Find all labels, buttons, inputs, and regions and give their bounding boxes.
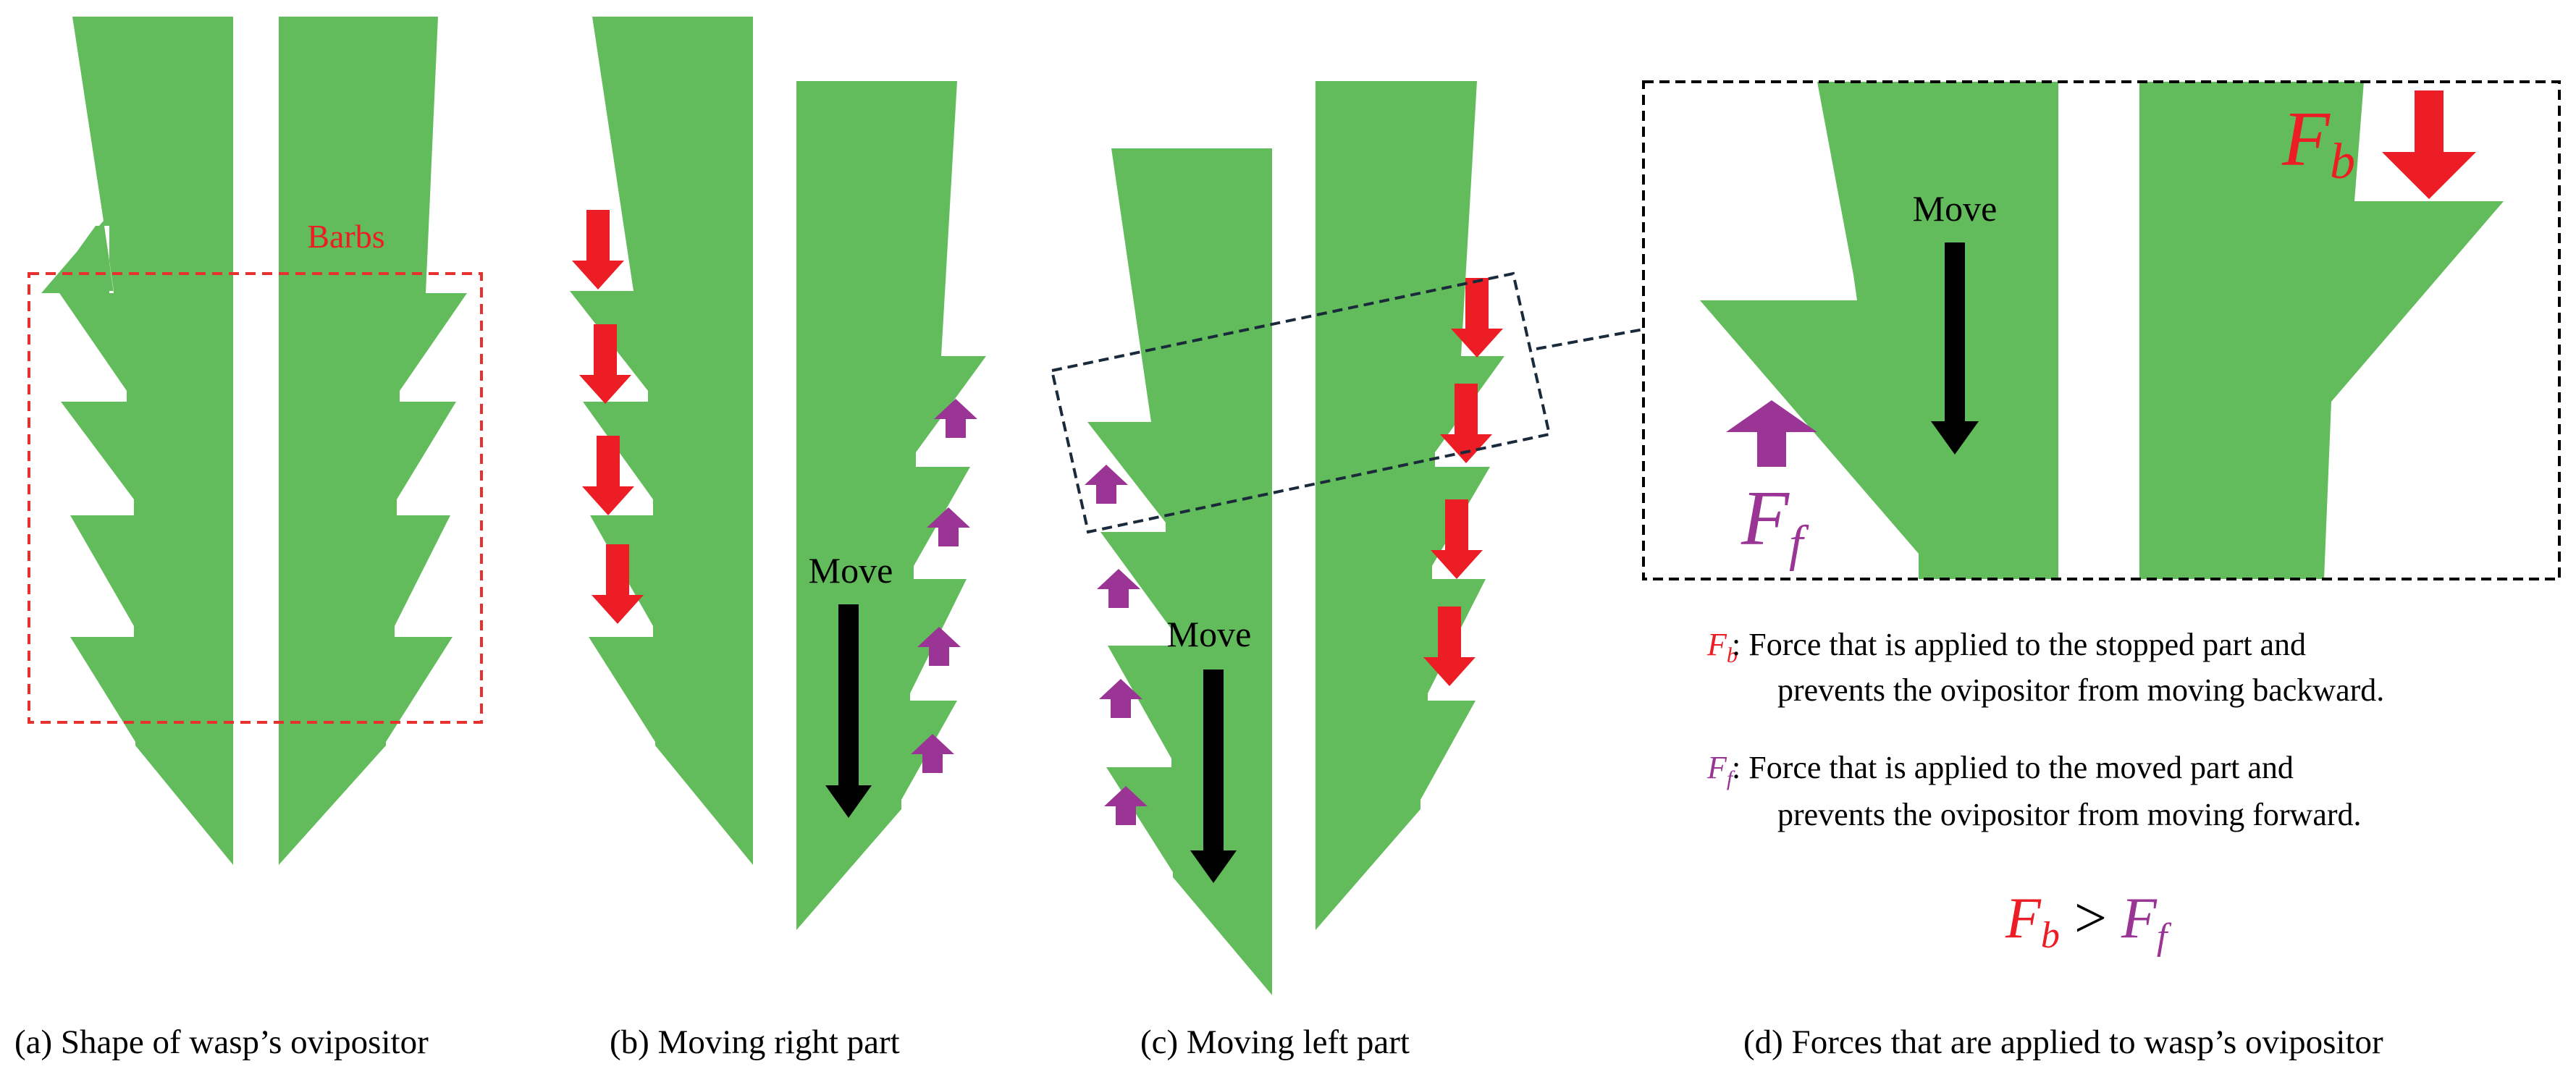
svg-text:Ff: Ff bbox=[1706, 750, 1735, 790]
caption-c: (c) Moving left part bbox=[1140, 1023, 1410, 1061]
move-arrow-icon bbox=[1190, 669, 1237, 883]
force-arrow-down-icon bbox=[572, 210, 624, 290]
ovipositor-left-valve bbox=[41, 17, 233, 865]
legend-fb: Fb : Force that is applied to the stoppe… bbox=[1706, 627, 2384, 708]
legend-ff-line2: prevents the ovipositor from moving forw… bbox=[1777, 797, 2362, 832]
move-arrow-icon bbox=[825, 604, 872, 818]
zoom-connector-line bbox=[1536, 328, 1644, 350]
ovipositor-right-valve bbox=[279, 17, 467, 865]
force-arrow-up-icon bbox=[1726, 400, 1817, 467]
legend-ff: Ff : Force that is applied to the moved … bbox=[1706, 750, 2362, 832]
legend-ff-symbol: F bbox=[1706, 750, 1727, 785]
ovipositor-right-valve bbox=[1316, 81, 1504, 930]
inequality: Fb>Ff bbox=[2005, 887, 2172, 958]
legend-fb-line2: prevents the ovipositor from moving back… bbox=[1777, 672, 2384, 708]
legend-ff-line1: : Force that is applied to the moved par… bbox=[1732, 750, 2294, 785]
zoomed-left-valve bbox=[1700, 82, 2058, 579]
panel-b: Move (b) Moving right part bbox=[570, 17, 986, 1061]
caption-a: (a) Shape of wasp’s ovipositor bbox=[14, 1023, 429, 1061]
barbs-label: Barbs bbox=[307, 218, 384, 255]
panel-c: Move (c) Moving left part bbox=[1050, 81, 1644, 1061]
zoomed-right-valve bbox=[2139, 82, 2504, 579]
move-arrow-icon bbox=[1931, 242, 1979, 455]
legend-fb-symbol: F bbox=[1706, 627, 1727, 662]
zoom-detail-box bbox=[1642, 80, 2561, 580]
barbs-box bbox=[28, 272, 483, 724]
force-arrow-down-icon bbox=[2382, 90, 2476, 199]
ovipositor-left-valve bbox=[570, 17, 753, 865]
move-label: Move bbox=[1167, 614, 1252, 654]
ff-label: Ff bbox=[1741, 476, 1809, 572]
panel-a: Barbs (a) Shape of wasp’s ovipositor bbox=[14, 17, 483, 1061]
move-label: Move bbox=[809, 550, 893, 591]
fb-label: Fb bbox=[2281, 96, 2355, 190]
caption-b: (b) Moving right part bbox=[610, 1023, 900, 1061]
svg-text:Fb: Fb bbox=[1706, 627, 1738, 667]
legend-fb-line1: : Force that is applied to the stopped p… bbox=[1732, 627, 2306, 662]
caption-d: (d) Forces that are applied to wasp’s ov… bbox=[1743, 1023, 2383, 1061]
ovipositor-right-valve bbox=[796, 81, 986, 930]
legend-fb-sub: b bbox=[1727, 643, 1738, 667]
move-label: Move bbox=[1913, 188, 1998, 229]
panel-d: Move Fb Ff Fb : Force that is applied to… bbox=[1642, 80, 2561, 1061]
ovipositor-left-valve bbox=[1087, 148, 1272, 995]
force-arrow-up-icon bbox=[1085, 465, 1128, 504]
